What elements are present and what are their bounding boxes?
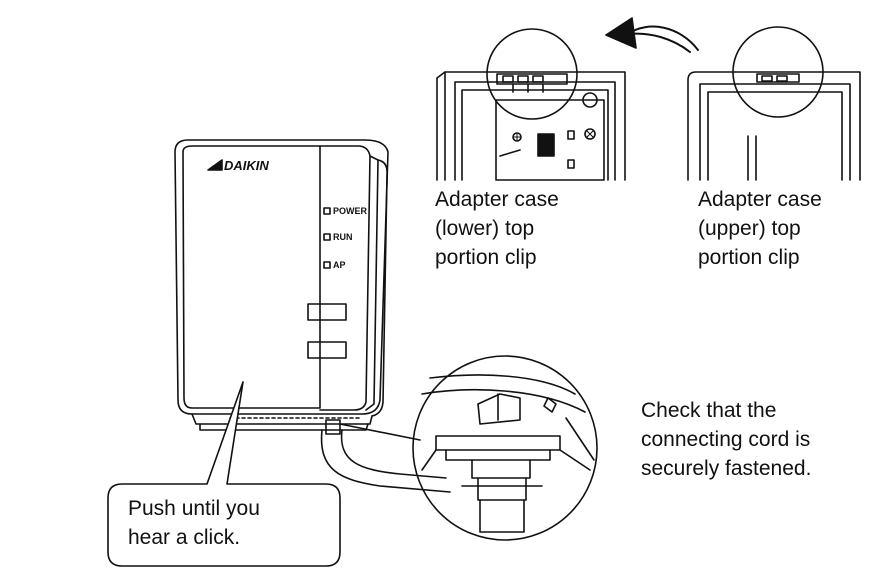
upper-clip-label: Adapter case (upper) top portion clip bbox=[698, 188, 822, 269]
push-callout-bubble bbox=[107, 381, 341, 567]
adapter-case-upper-illustration bbox=[687, 26, 861, 181]
connecting-cord bbox=[320, 419, 451, 493]
push-click-label: Push until you hear a click. bbox=[128, 497, 260, 549]
check-cord-label: Check that the connecting cord is secure… bbox=[641, 399, 812, 480]
cord-detail-magnifier bbox=[412, 355, 598, 541]
wifi-adapter-device bbox=[174, 139, 389, 431]
led-label-power: POWER bbox=[333, 206, 368, 216]
move-arrow bbox=[605, 17, 699, 53]
lower-clip-label: Adapter case (lower) top portion clip bbox=[435, 188, 559, 269]
led-label-run: RUN bbox=[333, 232, 353, 242]
led-label-ap: AP bbox=[333, 260, 346, 270]
adapter-case-lower-illustration bbox=[436, 28, 626, 181]
brand-logo: DAIKIN bbox=[224, 158, 269, 173]
